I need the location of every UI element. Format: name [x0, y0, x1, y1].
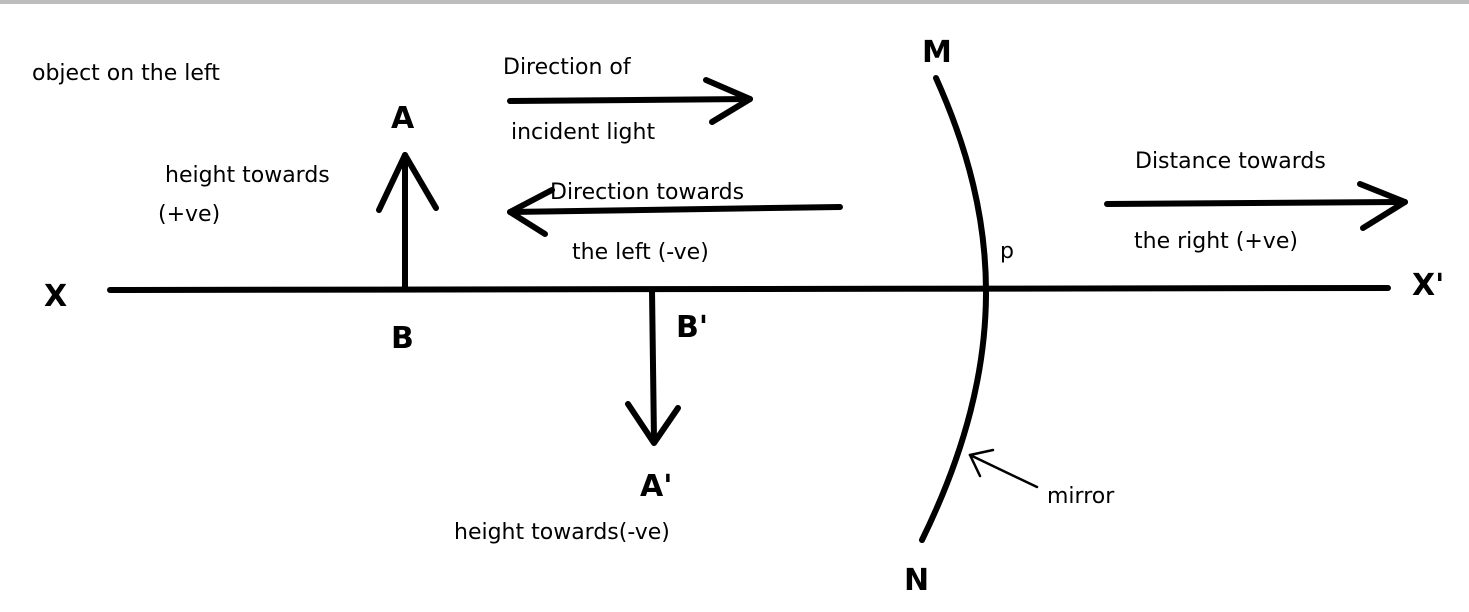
right-direction-arrow: [1104, 181, 1408, 231]
image-arrow: [625, 287, 681, 446]
top-border: [0, 0, 1469, 4]
height-positive-bottom-label: (+ve): [158, 202, 220, 227]
right-bottom-label: the right (+ve): [1134, 229, 1298, 254]
object-arrow: [376, 152, 439, 292]
point-a-prime-label: A': [640, 469, 672, 504]
point-x-label: X: [44, 279, 67, 314]
right-top-label: Distance towards: [1135, 149, 1326, 174]
point-a-label: A: [391, 101, 415, 136]
height-positive-top-label: height towards: [165, 163, 330, 188]
point-b-label: B: [391, 321, 414, 356]
incident-top-label: Direction of: [503, 55, 632, 80]
pole-label: p: [1000, 239, 1014, 264]
point-m-label: M: [922, 35, 952, 70]
height-negative-label: height towards(-ve): [454, 520, 670, 545]
incident-light-arrow: [507, 77, 753, 125]
point-b-prime-label: B': [676, 310, 708, 345]
point-n-label: N: [904, 563, 929, 598]
object-note-label: object on the left: [32, 61, 220, 86]
principal-axis: [107, 285, 1391, 293]
left-bottom-label: the left (-ve): [572, 240, 709, 265]
left-direction-arrow: [507, 187, 843, 237]
incident-bottom-label: incident light: [511, 120, 655, 145]
mirror-curve: [919, 75, 989, 543]
point-x-prime-label: X': [1412, 268, 1444, 303]
mirror-label: mirror: [1047, 484, 1115, 509]
mirror-pointer-arrow: [968, 448, 1039, 489]
left-top-label: Direction towards: [550, 180, 744, 205]
